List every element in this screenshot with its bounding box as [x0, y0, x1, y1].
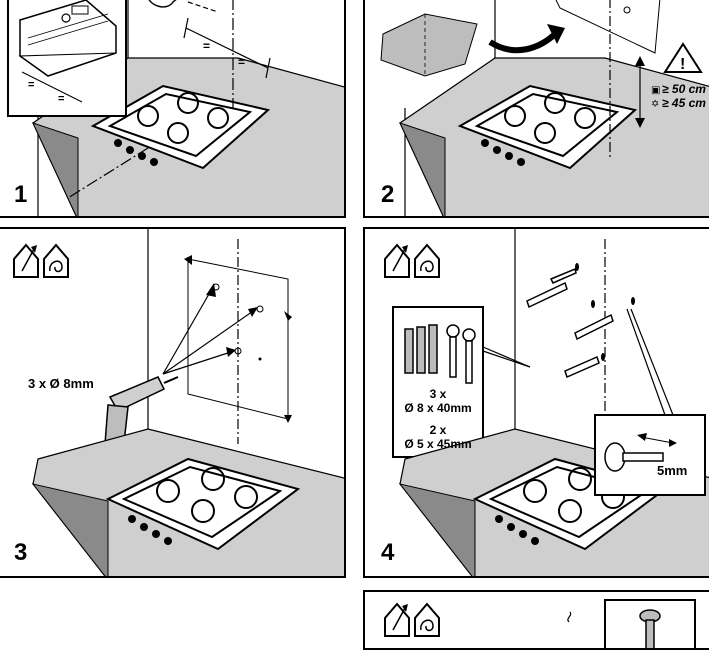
countertop-edge	[32, 122, 79, 216]
svg-text:=: =	[238, 55, 245, 69]
arrow-icon	[547, 24, 565, 44]
step-4-illustration	[384, 229, 709, 576]
house-exhaust-icon	[384, 602, 410, 637]
screws-qty-label: 2 x	[429, 423, 447, 437]
house-recirculation-icon	[414, 243, 440, 278]
svg-text:=: =	[58, 93, 64, 105]
step-1-illustration: = = = =	[7, 0, 344, 216]
svg-text:=: =	[203, 39, 210, 53]
step-5-illustration	[384, 599, 696, 648]
step-1-panel: = = = = 1	[0, 0, 346, 218]
step-5-panel-partial	[363, 590, 709, 650]
gap-size-label: 5mm	[657, 463, 688, 478]
drilling-template	[380, 13, 478, 77]
wall-plug-icon	[404, 324, 438, 374]
gas-flame-icon: ✡	[651, 99, 659, 110]
clearance-electric-label: ≥ 50 cm	[662, 82, 706, 96]
step-number: 2	[381, 181, 395, 208]
hand-icon	[148, 0, 177, 8]
step-2-panel: ! ▣ ✡ ≥ 50 cm ≥ 45 cm 2	[363, 0, 709, 218]
warning-triangle-icon: !	[663, 42, 703, 73]
step-number: 3	[14, 539, 28, 566]
step-number: 1	[14, 181, 28, 208]
step-3-panel: 3 x Ø 8mm 3	[0, 227, 346, 578]
step-number: 4	[381, 539, 395, 566]
electric-hob-icon: ▣	[651, 85, 660, 96]
gas-hob	[90, 84, 271, 170]
drill-size-label: 3 x Ø 8mm	[28, 376, 94, 391]
house-recirculation-icon	[414, 602, 440, 637]
screws-size-label: Ø 5 x 45mm	[404, 437, 472, 451]
house-exhaust-icon	[13, 243, 39, 278]
plugs-qty-label: 3 x	[429, 387, 447, 401]
gas-hob	[457, 84, 638, 170]
step-3-illustration	[13, 229, 344, 576]
plugs-size-label: Ø 8 x 40mm	[404, 401, 472, 415]
gas-hob	[105, 457, 301, 551]
svg-text:!: !	[680, 56, 685, 73]
clearance-gas-label: ≥ 45 cm	[662, 96, 706, 110]
screw-icon	[446, 324, 476, 384]
step-2-illustration: ! ▣ ✡	[380, 0, 709, 216]
house-exhaust-icon	[384, 243, 410, 278]
svg-text:=: =	[28, 79, 34, 91]
hood-inset: = =	[7, 0, 127, 117]
step-4-panel: 3 x Ø 8 x 40mm 2 x Ø 5 x 45mm 5mm 4	[363, 227, 709, 578]
house-recirculation-icon	[43, 243, 69, 278]
